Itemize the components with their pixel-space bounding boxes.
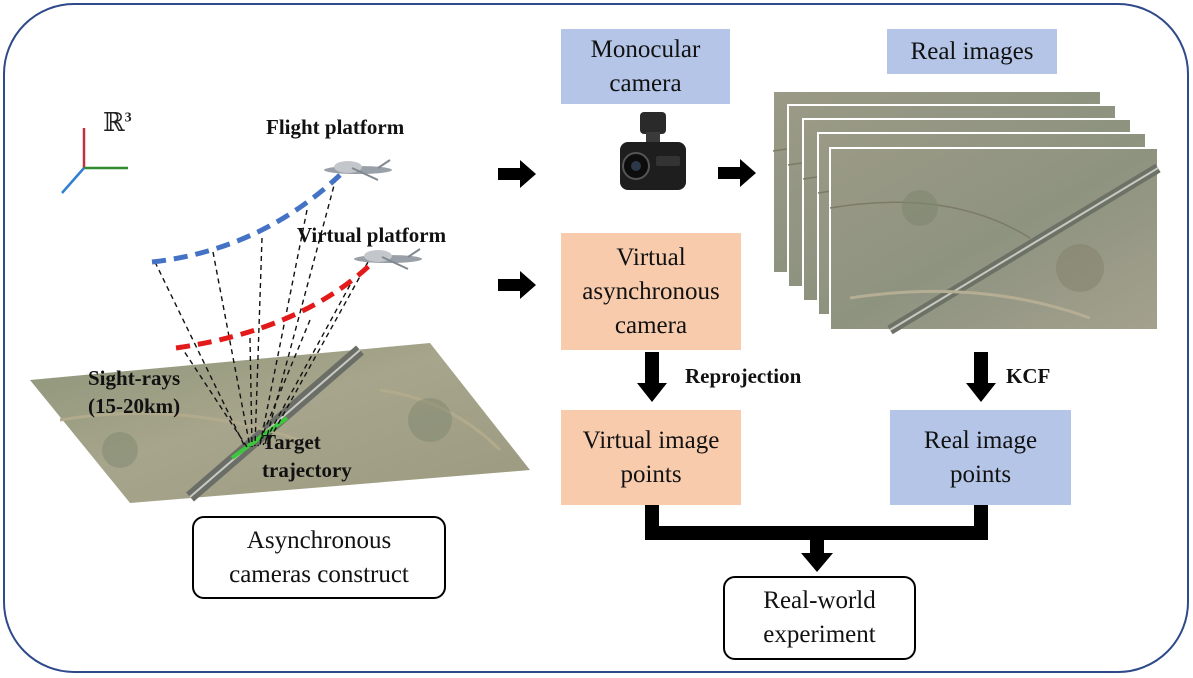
merge-connector <box>645 505 988 540</box>
flight-drone-icon <box>324 159 392 181</box>
target-trajectory-line <box>230 416 289 460</box>
arrow-down-icon <box>966 352 996 402</box>
target-trajectory-label: Target trajectory <box>262 430 352 482</box>
flight-platform-path <box>151 173 342 265</box>
monocular-camera-box: Monocular camera <box>561 29 730 104</box>
virtual-platform-label: Virtual platform <box>297 223 447 247</box>
sight-rays-label: Sight-rays (15-20km) <box>88 366 181 418</box>
arrow-right-icon <box>498 271 536 299</box>
outer-frame <box>3 3 1189 673</box>
space-exponent: 3 <box>124 110 132 126</box>
sight-rays <box>154 177 369 448</box>
kcf-label: KCF <box>1006 364 1051 388</box>
real-images-stack <box>773 91 1158 330</box>
virtual-drone-icon <box>354 248 422 270</box>
real-images-box: Real images <box>887 29 1057 74</box>
flight-platform-label: Flight platform <box>266 115 405 139</box>
real-world-experiment-box: Real-world experiment <box>723 576 916 660</box>
async-cameras-construct-box: Asynchronous cameras construct <box>192 516 446 599</box>
arrow-right-icon <box>498 160 536 188</box>
space-label: ℝ3 <box>103 108 132 138</box>
virtual-platform-path <box>175 263 372 351</box>
arrows <box>498 159 996 572</box>
camera-icon <box>620 112 686 190</box>
real-image-points-box: Real image points <box>890 410 1071 505</box>
arrow-down-icon <box>637 352 667 402</box>
space-symbol: ℝ <box>103 108 125 137</box>
virtual-image-points-box: Virtual image points <box>561 410 741 505</box>
arrow-down-icon <box>801 533 833 572</box>
virtual-camera-box: Virtual asynchronous camera <box>561 233 741 350</box>
arrow-right-icon <box>718 159 756 187</box>
coordinate-axes-icon <box>61 128 128 194</box>
reprojection-label: Reprojection <box>685 364 802 388</box>
